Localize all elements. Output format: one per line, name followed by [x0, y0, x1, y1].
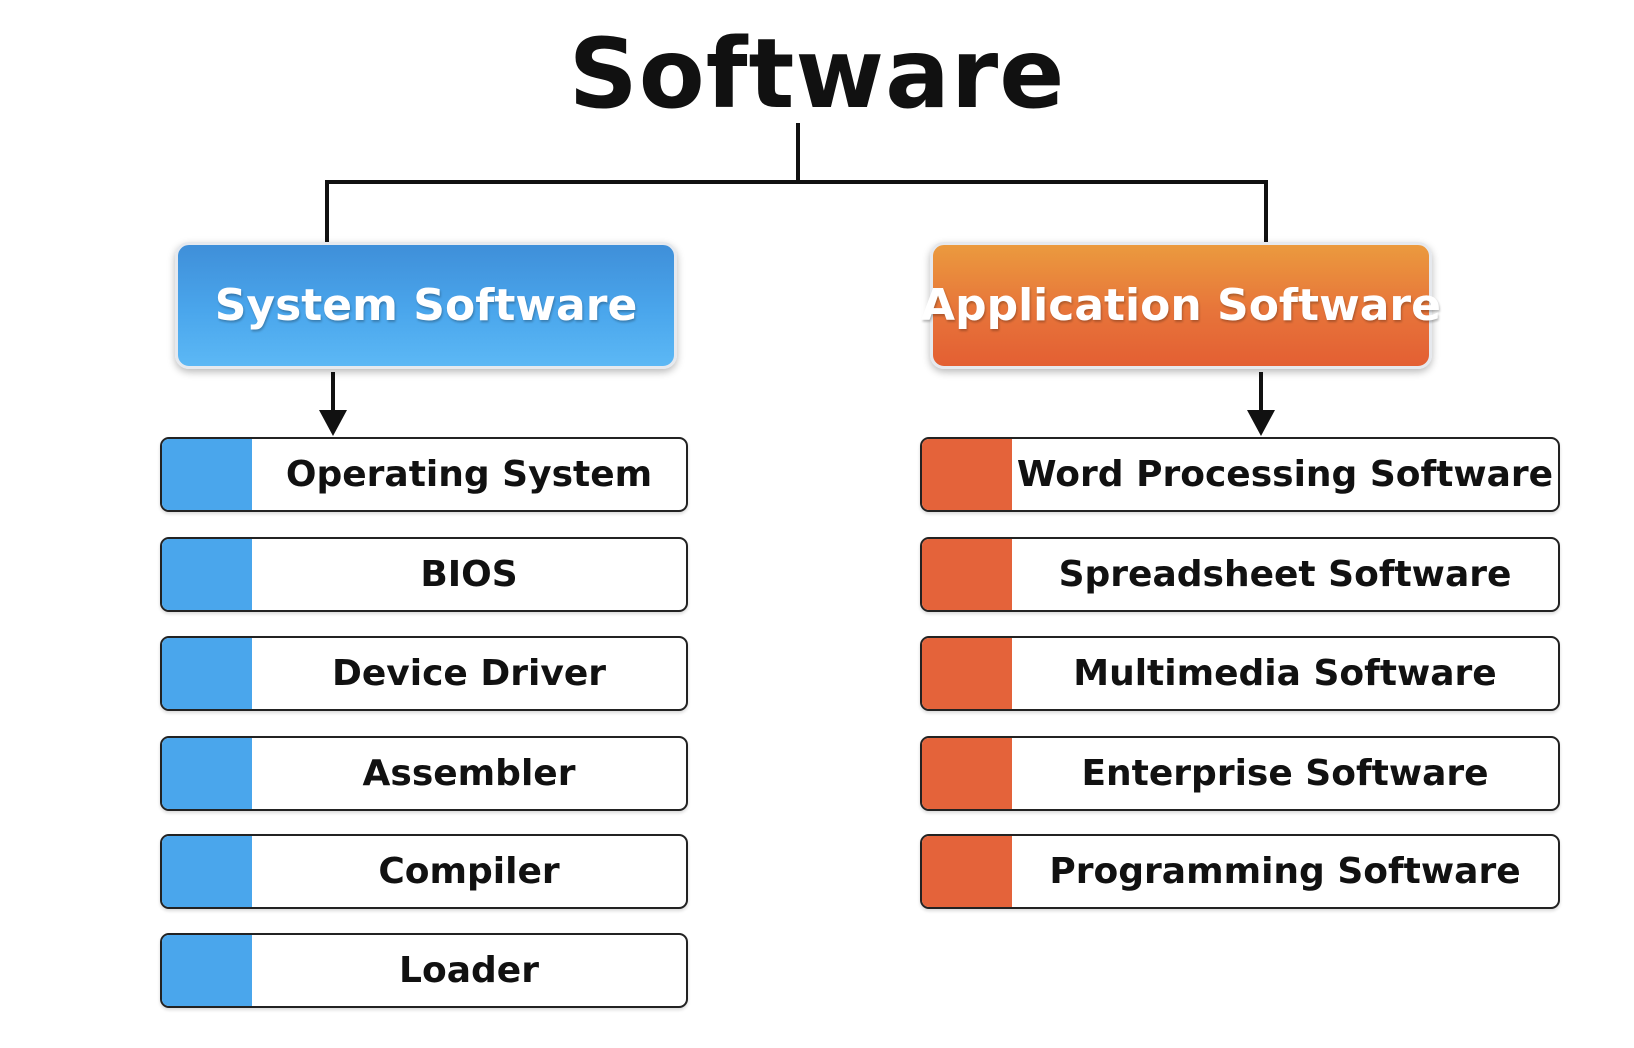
orange-swatch — [922, 836, 1012, 907]
orange-swatch — [922, 738, 1012, 809]
application-item-programming: Programming Software — [920, 834, 1560, 909]
application-item-enterprise: Enterprise Software — [920, 736, 1560, 811]
item-label: Loader — [399, 950, 539, 991]
application-arrowhead — [1247, 410, 1275, 436]
blue-swatch — [162, 935, 252, 1006]
application-item-spreadsheet: Spreadsheet Software — [920, 537, 1560, 612]
system-item-bios: BIOS — [160, 537, 688, 612]
item-label: Multimedia Software — [1073, 653, 1497, 694]
blue-swatch — [162, 439, 252, 510]
system-arrowhead — [319, 410, 347, 436]
system-item-assembler: Assembler — [160, 736, 688, 811]
application-item-word-processing: Word Processing Software — [920, 437, 1560, 512]
item-label: Enterprise Software — [1081, 753, 1489, 794]
system-software-node: System Software — [175, 242, 677, 369]
item-label: Programming Software — [1049, 851, 1521, 892]
blue-swatch — [162, 539, 252, 610]
item-label: Assembler — [362, 753, 576, 794]
item-label: BIOS — [420, 554, 518, 595]
item-label: Word Processing Software — [1016, 454, 1554, 495]
item-label: Compiler — [378, 851, 560, 892]
blue-swatch — [162, 738, 252, 809]
system-item-loader: Loader — [160, 933, 688, 1008]
orange-swatch — [922, 539, 1012, 610]
item-label: Operating System — [285, 454, 653, 495]
item-label: Spreadsheet Software — [1058, 554, 1512, 595]
system-item-compiler: Compiler — [160, 834, 688, 909]
orange-swatch — [922, 638, 1012, 709]
system-item-operating-system: Operating System — [160, 437, 688, 512]
application-item-multimedia: Multimedia Software — [920, 636, 1560, 711]
orange-swatch — [922, 439, 1012, 510]
blue-swatch — [162, 638, 252, 709]
blue-swatch — [162, 836, 252, 907]
diagram-title: Software — [568, 18, 1066, 130]
application-software-node: Application Software — [921, 242, 1441, 369]
item-label: Device Driver — [331, 653, 606, 694]
system-item-device-driver: Device Driver — [160, 636, 688, 711]
